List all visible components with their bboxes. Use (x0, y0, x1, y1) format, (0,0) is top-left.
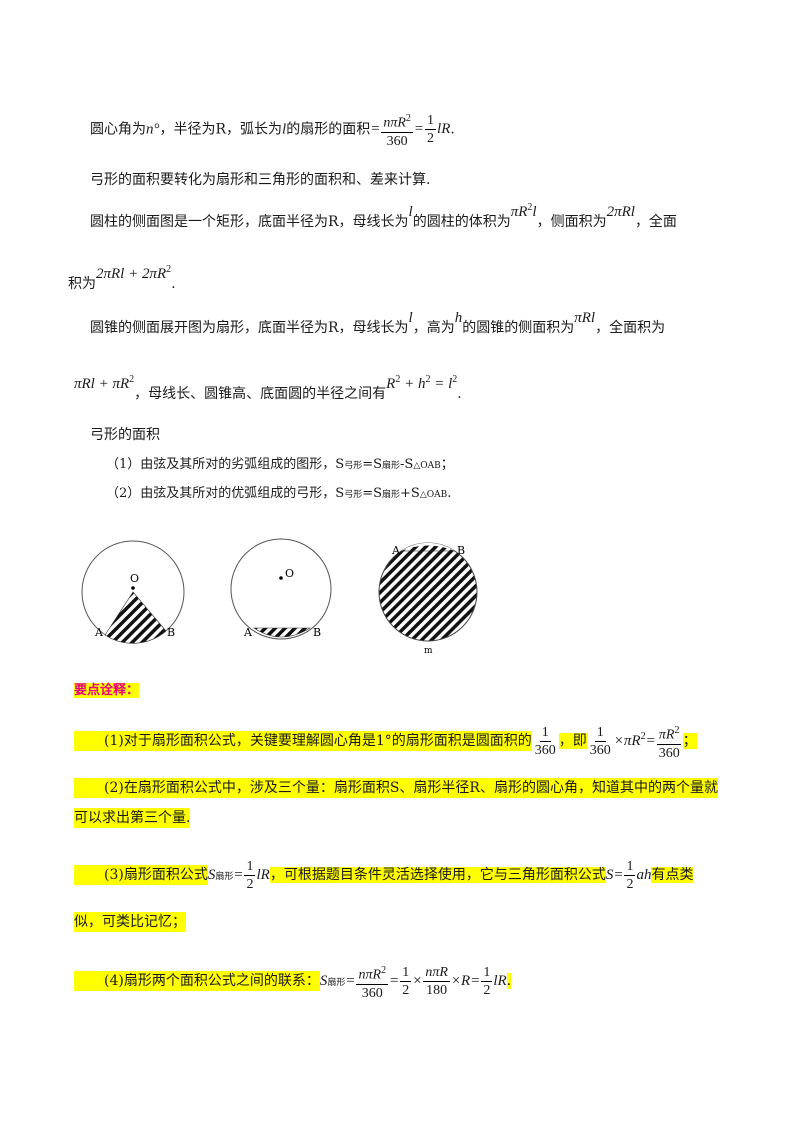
hatched-segment-fig2 (253, 627, 312, 638)
formula-cylinder-volume: πR2l (510, 202, 537, 220)
formula-l: l (282, 121, 287, 138)
note-3-line2: 似，可类比记忆； (74, 912, 186, 932)
label-b-fig1: B (167, 626, 175, 639)
label-a-fig1: A (94, 626, 104, 639)
cylinder-paragraph-line1: 圆柱的侧面图是一个矩形，底面半径为R，母线长为l的圆柱的体积为πR2l，侧面积为… (90, 202, 677, 230)
segment-area-paragraph: 弓形的面积要转化为扇形和三角形的面积和、差来计算. (90, 172, 431, 188)
segment-item-1: （1）由弦及其所对的劣弧组成的图形，S弓形=S扇形-S△OAB； (106, 457, 454, 472)
section-title: 弓形的面积 (90, 427, 160, 443)
circle-fig2 (230, 538, 332, 640)
formula-cone-total: πRl + πR2 (74, 374, 135, 392)
unshaded-segment-fig3 (401, 542, 455, 551)
segment-figures: O A B O A B A B m (81, 538, 478, 656)
note-2-line2: 可以求出第三个量. (74, 808, 191, 828)
formula-l: l (408, 204, 413, 220)
circle-fig3 (378, 542, 478, 642)
label-b-fig2: B (313, 626, 321, 639)
cone-paragraph-line1: 圆锥的侧面展开图为扇形，底面半径为R，母线长为l，高为h的圆锥的侧面积为πRl，… (90, 310, 666, 336)
center-dot-fig2 (279, 576, 283, 580)
formula-cone-lateral: πRl (574, 310, 596, 326)
label-o-fig1: O (130, 572, 139, 585)
label-a-fig3: A (391, 544, 401, 557)
cylinder-paragraph-line2: 积为2πRl + 2πR2. (68, 264, 176, 292)
label-m-fig3: m (424, 646, 433, 656)
notes-header: 要点诠释： (74, 683, 140, 698)
cone-paragraph-line2: πRl + πR2，母线长、圆锥高、底面圆的半径之间有R2 + h2 = l2. (74, 374, 462, 402)
label-a-fig2: A (243, 626, 253, 639)
segment-item-2: （2）由弦及其所对的优弧组成的弓形，S弓形=S扇形+S△OAB. (106, 486, 452, 501)
label-o-fig2: O (285, 567, 294, 580)
center-dot-fig1 (131, 586, 135, 590)
formula-cylinder-total: 2πRl + 2πR2 (96, 264, 172, 282)
label-b-fig3: B (457, 544, 465, 557)
formula-cylinder-lateral: 2πRl (606, 204, 635, 220)
note-2-line1: (2)在扇形面积公式中，涉及三个量：扇形面积S、扇形半径R、扇形的圆心角，知道其… (74, 778, 718, 798)
hatched-sector-fig1 (104, 591, 167, 644)
formula-pythagoras: R2 + h2 = l2 (386, 374, 458, 392)
formula-l: l (408, 310, 413, 326)
formula-h: h (454, 310, 463, 326)
formula-n-degree: n° (146, 121, 160, 138)
